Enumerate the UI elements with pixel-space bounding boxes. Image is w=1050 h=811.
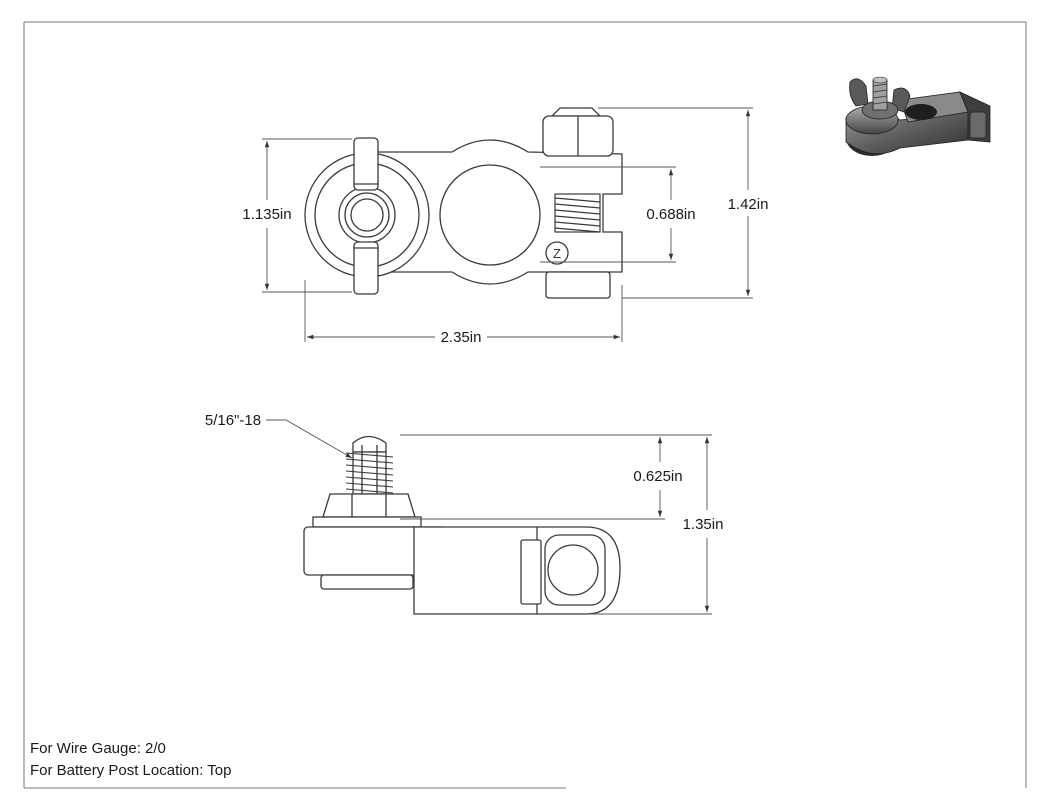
side-view-dimensions <box>266 419 712 615</box>
top-view-dimensions <box>262 107 753 342</box>
dim-overall-height: 1.42in <box>728 196 769 213</box>
side-view <box>303 435 621 615</box>
dim-side-height: 1.35in <box>683 516 724 533</box>
dim-overall-length: 2.35in <box>441 329 482 346</box>
drawing-frame <box>23 21 1027 789</box>
top-view: Z <box>304 107 623 299</box>
isometric-product-image <box>845 76 991 156</box>
dim-stud-length: 0.625in <box>633 468 682 485</box>
dim-clamp-gap: 0.688in <box>646 206 695 223</box>
note-battery-post-location: For Battery Post Location: Top <box>30 762 232 779</box>
dim-height-left: 1.135in <box>242 206 291 223</box>
note-wire-gauge: For Wire Gauge: 2/0 <box>30 740 166 757</box>
dim-thread: 5/16"-18 <box>205 412 261 429</box>
svg-text:Z: Z <box>553 246 561 261</box>
